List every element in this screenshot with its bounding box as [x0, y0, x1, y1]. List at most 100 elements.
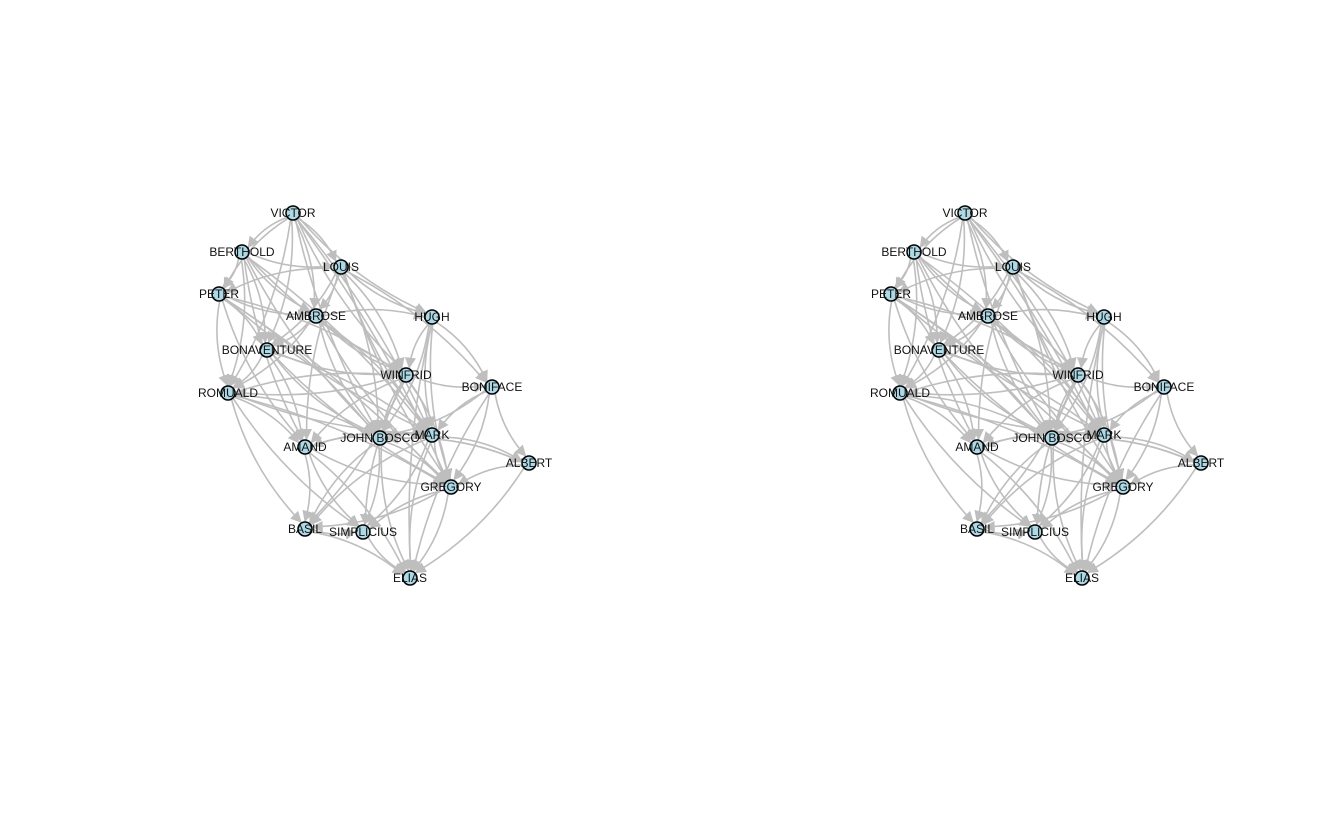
node-simplicius	[355, 524, 371, 540]
edge-berthold-to-louis	[248, 252, 335, 273]
node-elias	[402, 570, 418, 586]
edge-victor-to-romuald	[230, 219, 292, 387]
node-label-albert: ALBERT	[1178, 456, 1225, 470]
node-label-gregory: GREGORY	[1092, 480, 1153, 494]
node-label-romuald: ROMUALD	[198, 386, 258, 400]
node-label-peter: PETER	[199, 287, 239, 301]
edge-albert-to-john-bosco	[1058, 432, 1195, 463]
edge-hugh-to-boniface	[1108, 321, 1160, 382]
node-hugh	[1096, 309, 1112, 325]
edge-louis-to-peter	[225, 267, 335, 293]
node-berthold	[234, 244, 250, 260]
node-bonaventure	[931, 342, 947, 358]
node-boniface	[1156, 379, 1172, 395]
edge-peter-to-amand	[221, 299, 302, 441]
edge-john-bosco-to-basil	[309, 442, 377, 524]
node-label-romuald: ROMUALD	[870, 386, 930, 400]
edge-berthold-to-romuald	[227, 258, 246, 387]
node-label-amand: AMAND	[955, 440, 999, 454]
edge-victor-to-hugh	[969, 216, 1099, 314]
edge-hugh-to-john-bosco	[1054, 323, 1103, 432]
edge-peter-to-romuald	[888, 300, 901, 387]
node-john-bosco	[372, 430, 388, 446]
node-boniface	[484, 379, 500, 395]
edge-amand-to-mark	[311, 428, 426, 448]
edge-gregory-to-simplicius	[1041, 489, 1117, 530]
edge-gregory-to-elias	[412, 493, 449, 572]
edge-peter-to-winfrid	[897, 296, 1072, 373]
edge-peter-to-mark	[896, 297, 1099, 432]
edge-victor-to-hugh	[297, 216, 427, 314]
edge-bonaventure-to-amand	[940, 356, 979, 441]
edge-berthold-to-peter	[894, 258, 912, 288]
edge-boniface-to-albert	[1166, 393, 1199, 457]
edge-john-bosco-to-simplicius	[363, 444, 381, 526]
node-louis	[333, 259, 349, 275]
node-label-boniface: BONIFACE	[462, 380, 523, 394]
node-ambrose	[308, 308, 324, 324]
edges-right	[888, 216, 1199, 576]
edge-winfrid-to-simplicius	[359, 381, 405, 526]
node-albert	[1193, 455, 1209, 471]
edge-mark-to-albert	[1110, 436, 1195, 462]
edge-hugh-to-gregory	[1101, 323, 1125, 481]
edge-peter-to-mark	[224, 297, 427, 432]
edge-basil-to-simplicius	[983, 528, 1029, 540]
edge-winfrid-to-boniface	[1084, 375, 1158, 393]
node-label-victor: VICTOR	[942, 206, 987, 220]
node-peter	[211, 286, 227, 302]
edge-hugh-to-boniface	[436, 321, 488, 382]
edge-ambrose-to-john-bosco	[318, 322, 378, 432]
edge-peter-to-amand	[893, 299, 974, 441]
edge-berthold-to-romuald	[899, 258, 918, 387]
node-label-amand: AMAND	[283, 440, 327, 454]
edge-boniface-to-albert	[494, 393, 527, 457]
edge-louis-to-peter	[897, 267, 1007, 293]
edge-john-bosco-to-basil	[981, 442, 1049, 524]
node-label-berthold: BERTHOLD	[881, 245, 946, 259]
edge-romuald-to-gregory	[234, 394, 445, 485]
edge-louis-to-winfrid	[344, 272, 405, 370]
node-berthold	[906, 244, 922, 260]
node-label-peter: PETER	[871, 287, 911, 301]
edge-ambrose-to-hugh	[322, 308, 426, 320]
edge-bonaventure-to-mark	[945, 352, 1098, 433]
node-label-winfrid: WINFRID	[380, 368, 432, 382]
node-label-basil: BASIL	[960, 522, 994, 536]
node-louis	[1005, 259, 1021, 275]
edge-victor-to-ambrose	[293, 219, 321, 310]
node-basil	[969, 521, 985, 537]
node-label-louis: LOUIS	[323, 260, 359, 274]
edge-mark-to-albert	[438, 436, 523, 462]
edge-victor-to-gregory	[967, 218, 1121, 482]
edge-winfrid-to-boniface	[412, 375, 486, 393]
edge-bonaventure-to-john-bosco	[271, 353, 375, 435]
edge-winfrid-to-romuald	[234, 374, 400, 399]
edge-ambrose-to-hugh	[994, 308, 1098, 320]
edge-amand-to-mark	[983, 428, 1098, 448]
edge-peter-to-bonaventure	[895, 298, 935, 345]
edge-gregory-to-basil	[983, 488, 1117, 533]
node-label-gregory: GREGORY	[420, 480, 481, 494]
node-label-hugh: HUGH	[414, 310, 449, 324]
edge-berthold-to-john-bosco	[917, 257, 1049, 433]
node-victor	[957, 205, 973, 221]
edge-hugh-to-john-bosco	[382, 323, 431, 432]
edge-john-bosco-to-elias	[1052, 444, 1082, 572]
edge-albert-to-gregory	[457, 464, 523, 486]
node-label-bonaventure: BONAVENTURE	[222, 343, 312, 357]
edge-albert-to-gregory	[1129, 464, 1195, 486]
edge-amand-to-elias	[308, 451, 406, 573]
node-mark	[1096, 427, 1112, 443]
edge-gregory-to-elias	[1084, 493, 1121, 572]
node-label-john-bosco: JOHN BOSCO	[340, 431, 419, 445]
node-label-basil: BASIL	[288, 522, 322, 536]
node-mark	[424, 427, 440, 443]
node-winfrid	[1070, 367, 1086, 383]
node-bonaventure	[259, 342, 275, 358]
edge-gregory-to-basil	[311, 488, 445, 533]
node-label-mark: MARK	[1087, 428, 1122, 442]
edge-ambrose-to-winfrid	[993, 319, 1073, 373]
